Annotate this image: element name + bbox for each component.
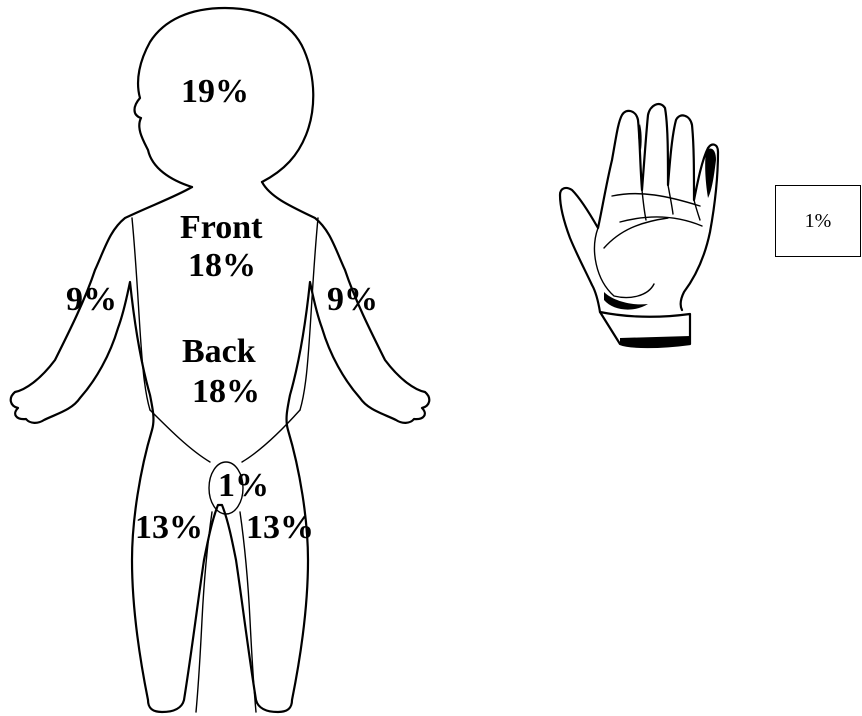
genital-percent-label: 1% <box>218 467 269 504</box>
hand-illustration <box>560 104 718 347</box>
head-percent-label: 19% <box>181 73 249 110</box>
front-label: Front <box>180 209 263 246</box>
right-arm-percent-label: 9% <box>327 281 378 318</box>
palm-crease-1 <box>612 194 700 206</box>
back-label: Back <box>182 333 256 370</box>
right-arm-seam <box>300 218 318 410</box>
hand-shading-2 <box>705 148 716 198</box>
left-leg-percent-label: 13% <box>135 509 203 546</box>
front-percent-label: 18% <box>188 247 256 284</box>
finger-line-3 <box>694 200 700 220</box>
hand-percent-label: 1% <box>805 210 832 233</box>
left-groin-line <box>150 410 210 462</box>
back-percent-label: 18% <box>192 373 260 410</box>
finger-line-2 <box>668 185 673 214</box>
hand-percent-box: 1% <box>775 185 861 257</box>
right-leg-percent-label: 13% <box>246 509 314 546</box>
left-arm-percent-label: 9% <box>66 281 117 318</box>
palm-crease-2 <box>620 217 702 226</box>
right-groin-line <box>242 410 300 462</box>
palm-crease-3 <box>604 218 668 248</box>
thumb-pad <box>595 228 654 298</box>
